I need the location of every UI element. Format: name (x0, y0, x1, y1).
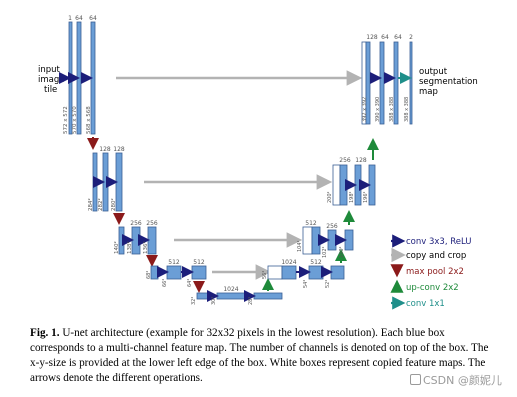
channel-label: 128 (113, 146, 125, 153)
size-label: 284² (87, 198, 94, 211)
feature-map-l3-2 (131, 226, 141, 255)
caption-text: U-net architecture (example for 32x32 pi… (30, 327, 489, 384)
feature-map-u3-2 (344, 229, 354, 251)
unet-diagram: 1 64 64 572 x 572 570 x 570 568 x 568 in… (38, 15, 478, 310)
size-label: 138² (126, 241, 133, 254)
feature-map-u1-out (409, 41, 413, 125)
feature-map-u4-copy (267, 265, 283, 280)
caption-fig-label: Fig. 1. (30, 327, 60, 339)
feature-map-u4-2 (330, 265, 345, 280)
channel-label: 128 (99, 146, 111, 153)
size-label: 30² (211, 297, 217, 305)
channel-label: 256 (146, 220, 158, 227)
size-label: 388 x 388 (389, 97, 395, 122)
channel-label: 64 (394, 34, 402, 41)
size-label: 68² (146, 271, 152, 279)
size-label: 54² (303, 280, 309, 288)
feature-map-l5-3 (253, 292, 283, 300)
size-label: 102² (322, 246, 328, 258)
channel-label: 128 (355, 157, 367, 164)
channel-label: 256 (339, 157, 351, 164)
size-label: 570 x 570 (72, 106, 78, 134)
feature-map-u3-1 (327, 229, 337, 251)
csdn-logo-icon (410, 374, 421, 385)
size-label: 136² (142, 241, 149, 254)
feature-map-l5-2 (216, 292, 246, 300)
channel-label: 64 (89, 15, 97, 22)
watermark-text: CSDN @颜妮儿 (423, 374, 502, 387)
channel-label: 128 (366, 34, 378, 41)
size-label: 104² (297, 240, 303, 252)
legend-label-pool: max pool 2x2 (406, 267, 464, 277)
feature-map-u2-1 (354, 164, 362, 206)
feature-map-l5-1 (196, 292, 211, 300)
figure-caption: Fig. 1. U-net architecture (example for … (30, 326, 500, 386)
channel-label: 1 (68, 15, 72, 22)
feature-map-u4-up (281, 265, 297, 280)
size-label: 388 x 388 (404, 97, 410, 122)
feature-map-u3-up (311, 226, 321, 255)
size-label: 100² (339, 246, 345, 258)
size-label: 392 x 392 (362, 97, 368, 122)
size-label: 200² (327, 191, 333, 203)
size-label: 568 x 568 (86, 106, 92, 134)
feature-map-l4-2 (166, 265, 182, 280)
feature-map-u2-copy (332, 164, 341, 206)
size-label: 280² (110, 198, 117, 211)
legend-label-copy: copy and crop (406, 251, 466, 261)
channel-label: 64 (381, 34, 389, 41)
channel-label: 256 (326, 223, 338, 230)
channel-label: 64 (75, 15, 83, 22)
channel-label: 2 (409, 34, 413, 41)
channel-label: 1024 (281, 259, 296, 266)
legend-label-conv1x1: conv 1x1 (406, 299, 445, 309)
channel-label: 512 (310, 259, 322, 266)
channel-label: 256 (130, 220, 142, 227)
legend: conv 3x3, ReLU copy and crop max pool 2x… (390, 234, 472, 310)
channel-label: 1024 (223, 286, 238, 293)
feature-map-u3-copy (302, 226, 313, 255)
size-label: 56² (262, 271, 268, 279)
watermark: CSDN @颜妮儿 (410, 372, 502, 388)
size-label: 282² (97, 198, 104, 211)
size-label: 198² (349, 191, 355, 203)
legend-label-upconv: up-conv 2x2 (406, 283, 459, 293)
size-label: 140² (113, 241, 120, 254)
size-label: 196² (363, 191, 369, 203)
feature-map-u2-2 (368, 164, 376, 206)
size-label: 66² (162, 279, 168, 287)
legend-label-conv: conv 3x3, ReLU (406, 237, 472, 247)
size-label: 572 x 572 (63, 106, 69, 134)
feature-map-l4-3 (191, 265, 207, 280)
channel-label: 512 (305, 220, 317, 227)
channel-label: 512 (168, 259, 180, 266)
feature-map-l3-3 (147, 226, 157, 255)
size-label: 64² (187, 279, 193, 287)
channel-label: 512 (193, 259, 205, 266)
feature-map-u4-1 (308, 265, 324, 280)
feature-map-u2-up (339, 164, 348, 206)
size-label: 52² (325, 280, 331, 288)
feature-map-l4-1 (150, 265, 159, 280)
size-label: 390 x 390 (375, 97, 381, 122)
size-label: 28² (248, 297, 254, 305)
size-label: 32² (191, 297, 197, 305)
